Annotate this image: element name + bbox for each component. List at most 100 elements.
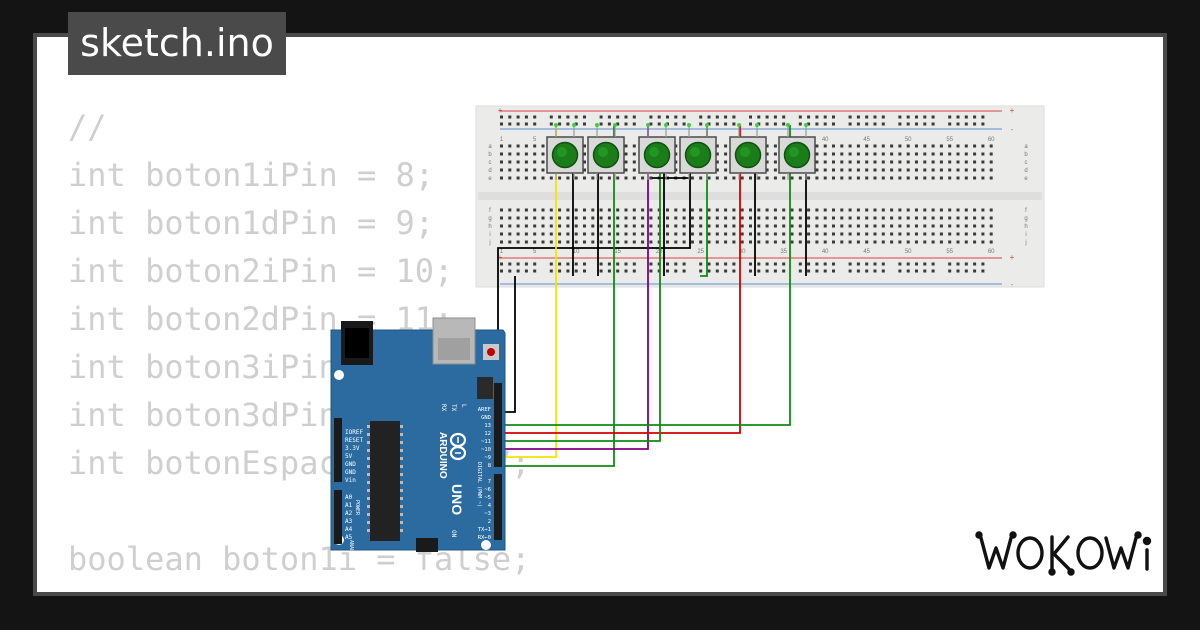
bb-row-letter: b <box>488 152 492 158</box>
led-label: TX <box>450 404 457 412</box>
bb-rail-label: + <box>1010 106 1015 115</box>
digital-pin-label: ~6 <box>484 487 491 493</box>
led-label: RX <box>440 404 447 412</box>
bb-row-letter: h <box>1024 224 1027 230</box>
bb-column-number: 50 <box>905 137 912 143</box>
analog-pin-label: A4 <box>345 526 353 533</box>
power-pin-label: Vin <box>345 477 356 484</box>
bb-column-number: 1 <box>500 249 504 255</box>
bb-row-letter: c <box>1025 160 1028 166</box>
wire-yellow <box>503 125 557 458</box>
wire-black <box>503 276 516 413</box>
power-pin-label: GND <box>345 469 356 476</box>
digital-pin-label: ~5 <box>484 495 491 501</box>
bb-row-letter: i <box>489 232 490 238</box>
bb-column-number: 1 <box>500 137 504 143</box>
wire-red <box>503 125 741 434</box>
bb-column-number: 60 <box>988 137 995 143</box>
bb-row-letter: b <box>1024 152 1028 158</box>
bb-rail-label: + <box>498 106 503 115</box>
digital-pin-label: ~11 <box>481 439 491 445</box>
analog-header <box>334 490 342 544</box>
bb-column-number: 30 <box>739 249 746 255</box>
analog-pin-label: A1 <box>345 502 353 509</box>
power-section-label: POWER <box>354 500 360 516</box>
pushbutton <box>638 123 676 180</box>
code-line: int boton1dPin = 9; <box>68 204 435 242</box>
bb-row-letter: c <box>489 160 492 166</box>
wire-green <box>503 125 791 426</box>
pushbutton <box>679 123 717 180</box>
arduino-infinity-logo <box>449 432 467 461</box>
on-led-label: ON <box>450 530 457 538</box>
bb-column-number: 45 <box>863 249 870 255</box>
digital-pin-label: 13 <box>484 423 491 429</box>
digital-pin-label: 8 <box>488 463 491 469</box>
bb-row-letter: g <box>488 216 491 222</box>
code-editor[interactable]: // int boton1iPin = 8; int boton1dPin = 9;… <box>68 103 530 592</box>
breadboard[interactable]: 1155101015152020252530303535404045455050… <box>475 105 1045 289</box>
power-pin-label: RESET <box>345 437 363 444</box>
code-line: boolean boton1d = false; <box>68 583 530 592</box>
analog-pin-label: A0 <box>345 494 353 501</box>
power-header <box>334 418 342 482</box>
code-line: // <box>68 108 107 146</box>
pushbutton <box>729 123 767 180</box>
digital-header-top <box>494 383 502 467</box>
pushbutton <box>587 123 625 180</box>
bb-column-number: 15 <box>614 249 621 255</box>
power-pin-label: GND <box>345 461 356 468</box>
bb-row-letter: i <box>1025 232 1026 238</box>
code-line: int boton1iPin = 8; <box>68 156 435 194</box>
bb-row-letter: j <box>488 240 490 246</box>
digital-section-label: DIGITAL (PWM ~) <box>476 462 482 507</box>
bb-column-number: 50 <box>905 249 912 255</box>
analog-pin-label: A3 <box>345 518 353 525</box>
analog-pin-label: A5 <box>345 534 353 541</box>
analog-section-label: ANALOG IN <box>348 540 354 567</box>
bb-rail-label: + <box>1010 253 1015 262</box>
bb-row-letter: e <box>488 176 492 182</box>
wokwi-logo <box>975 531 1152 576</box>
led-label: L <box>460 404 467 408</box>
wire-purple <box>503 125 649 450</box>
file-tab[interactable]: sketch.ino <box>68 12 286 75</box>
wire-green <box>700 170 708 277</box>
digital-pin-label: AREF <box>478 407 491 413</box>
bb-row-letter: h <box>488 224 491 230</box>
bb-column-number: 25 <box>697 249 704 255</box>
bb-column-number: 35 <box>780 249 787 255</box>
bb-row-letter: d <box>488 168 491 174</box>
bb-column-number: 10 <box>573 249 580 255</box>
digital-pin-label: GND <box>481 415 491 421</box>
wire-green <box>503 170 661 442</box>
digital-pin-label: TX→1 <box>478 527 491 533</box>
bb-column-number: 55 <box>946 137 953 143</box>
bb-column-number: 45 <box>863 137 870 143</box>
arduino-model: UNO <box>449 484 465 515</box>
digital-pin-label: 12 <box>484 431 491 437</box>
digital-pin-label: 7 <box>488 479 491 485</box>
bb-column-number: 40 <box>822 249 829 255</box>
digital-pin-label: RX←0 <box>478 535 491 541</box>
pushbuttons <box>546 123 816 180</box>
arduino-uno-board[interactable]: IOREFRESET3.3V5VGNDGNDVinA0A1A2A3A4A5ARE… <box>330 317 506 567</box>
bb-column-number: 5 <box>533 137 537 143</box>
bb-column-number: 55 <box>946 249 953 255</box>
digital-pin-label: 4 <box>488 503 492 509</box>
digital-pin-label: ~9 <box>484 455 491 461</box>
microcontroller-chip <box>370 421 400 541</box>
wire-green <box>503 125 615 467</box>
bb-row-letter: d <box>1024 168 1027 174</box>
bb-row-letter: j <box>1024 240 1026 246</box>
analog-pin-label: A2 <box>345 510 353 517</box>
pushbutton <box>778 123 816 180</box>
code-line: int boton2iPin = 10; <box>68 252 454 290</box>
bb-row-letter: f <box>489 208 491 214</box>
arduino-brand: ARDUINO <box>437 432 448 479</box>
bb-rail-label: + <box>498 253 503 262</box>
digital-header-bottom <box>494 474 502 540</box>
digital-pin-label: ~10 <box>481 447 491 453</box>
power-pin-label: IOREF <box>345 429 363 436</box>
